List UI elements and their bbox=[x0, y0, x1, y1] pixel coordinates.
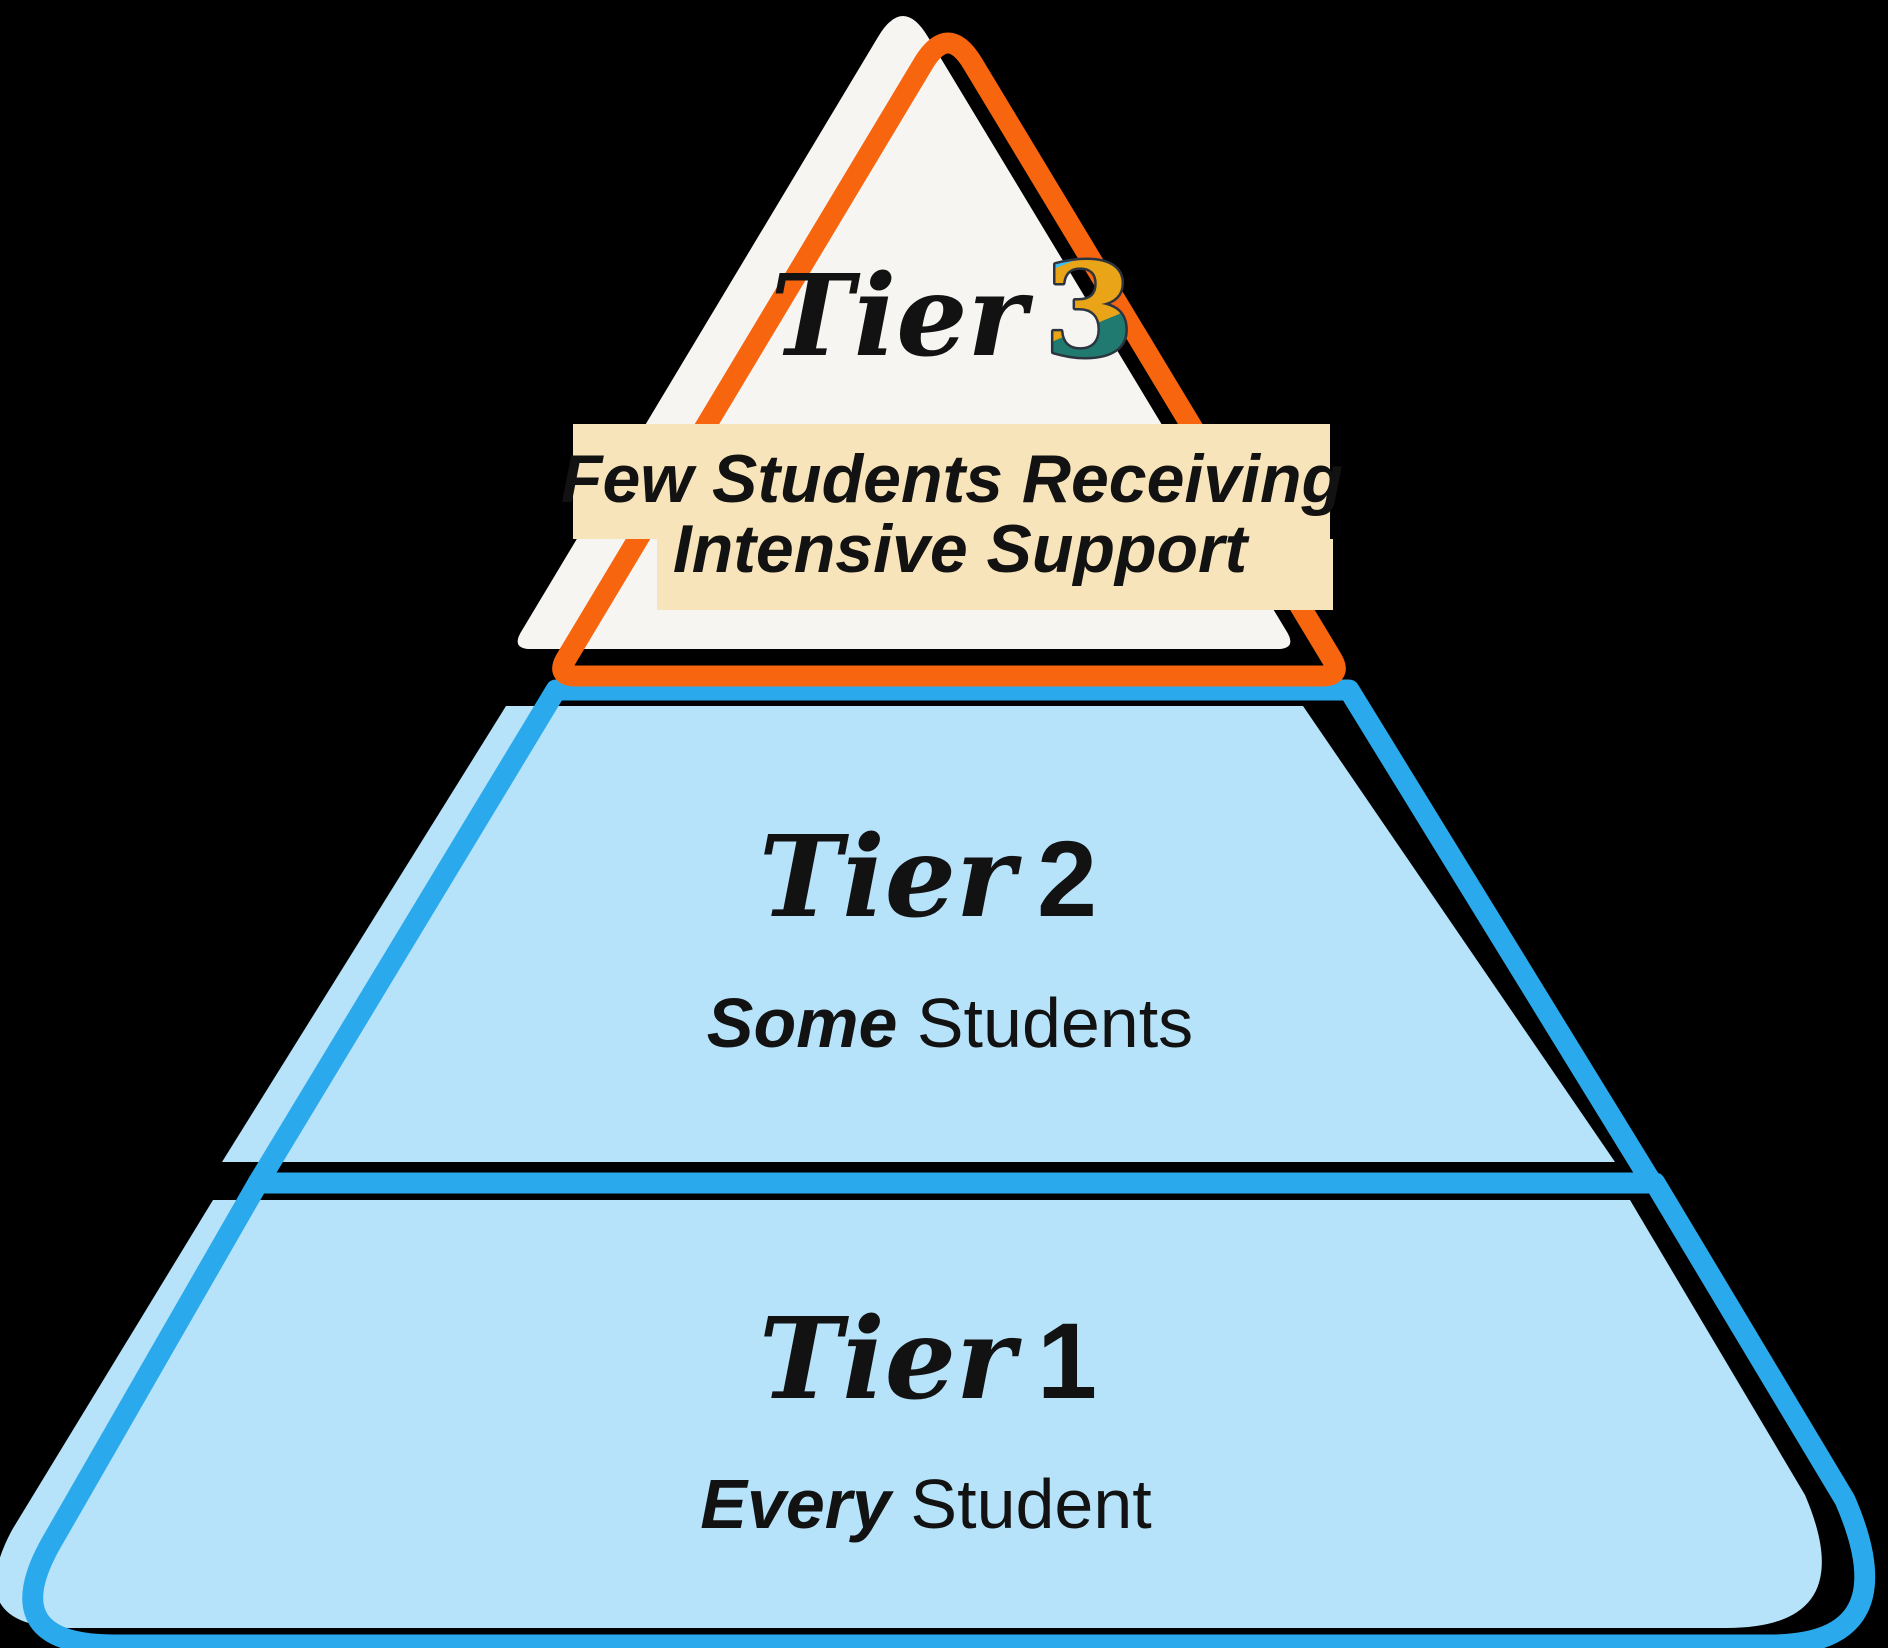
tier3-badge-rect-bottom bbox=[657, 539, 1333, 610]
tier2-fill bbox=[222, 706, 1615, 1162]
tier1-title-number: 1 bbox=[1037, 1300, 1097, 1421]
tier3-badge-rect-top bbox=[573, 424, 1330, 539]
tier3-number-glyph: 3 bbox=[1045, 236, 1134, 386]
tier1-subtitle: Every Student bbox=[700, 1465, 1152, 1543]
tier3-title-number: 3 bbox=[1045, 236, 1134, 386]
tier1-title-script: Tier bbox=[759, 1294, 1022, 1425]
tier3-title-script: Tier bbox=[770, 251, 1033, 382]
tier3-badge-line2: Intensive Support bbox=[673, 511, 1250, 587]
tier2-title-number: 2 bbox=[1037, 818, 1097, 939]
tier2-subtitle-rest: Students bbox=[897, 984, 1193, 1062]
tier1-subtitle-emphasis: Every bbox=[700, 1465, 894, 1543]
tier1-subtitle-rest: Student bbox=[891, 1465, 1152, 1543]
tier1-outline bbox=[22, 1172, 1876, 1648]
tier3-badge bbox=[573, 424, 1333, 610]
tier3-outline bbox=[552, 32, 1346, 687]
tier2-title-script: Tier bbox=[759, 812, 1022, 943]
tier1-shape bbox=[0, 1172, 1876, 1648]
tier1-fill bbox=[0, 1200, 1822, 1628]
tier2-subtitle-emphasis: Some bbox=[707, 984, 898, 1062]
tier3-badge-line1: Few Students Receiving bbox=[561, 441, 1343, 517]
tier2-subtitle: Some Students bbox=[707, 984, 1193, 1062]
